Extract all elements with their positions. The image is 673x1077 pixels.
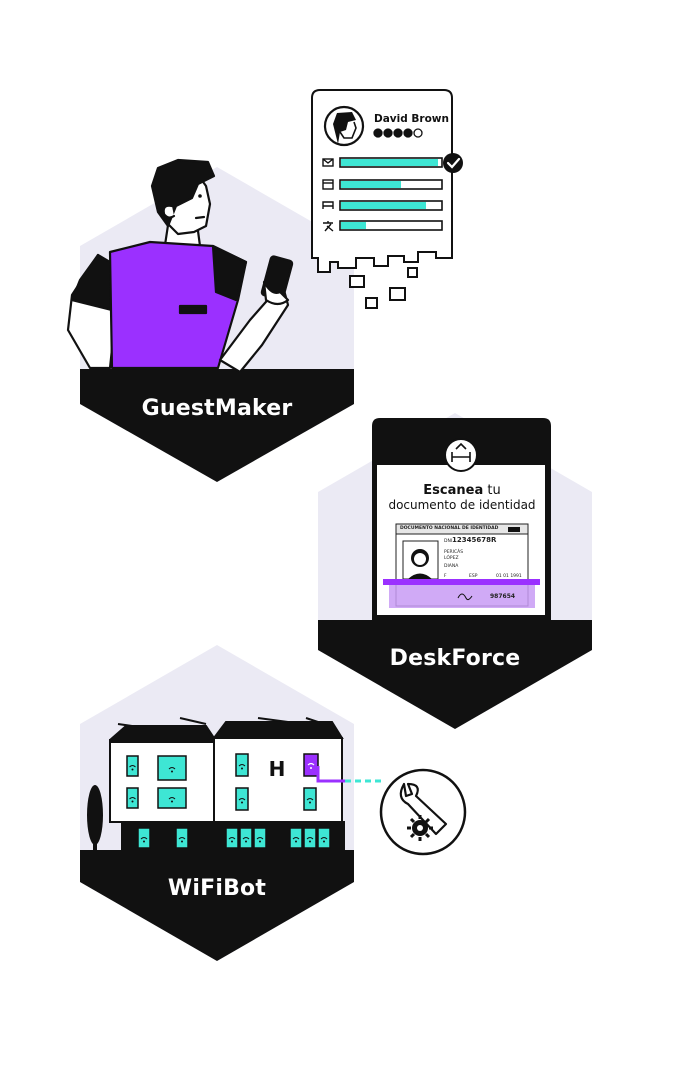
rating-dot [373, 128, 383, 138]
hotel-windows [126, 753, 331, 849]
calendar-icon [322, 179, 334, 190]
guestmaker-label: GuestMaker [141, 396, 293, 421]
wifi-window [137, 827, 151, 849]
wifi-window [157, 755, 187, 781]
guest-name: David Brown [374, 113, 449, 125]
hotel-sign: H [269, 757, 286, 781]
id-number-prefix: DNI [444, 539, 453, 544]
wifi-window [289, 827, 303, 849]
guest-profile-card [311, 89, 463, 309]
id-surname-1: PERICÁS [444, 550, 464, 555]
scan-title-bold: Escanea [423, 483, 484, 498]
progress-bar-fill [341, 202, 426, 209]
translate-icon [323, 221, 334, 232]
rating-dot [413, 128, 423, 138]
wifi-window [175, 827, 189, 849]
rating-dot [383, 128, 393, 138]
id-surname-2: LÓPEZ [444, 556, 459, 561]
id-nationality: ESP [469, 574, 478, 579]
id-number: 12345678R [452, 536, 497, 544]
scan-title-rest: tu [483, 483, 501, 498]
id-given-name: DIANA [444, 564, 459, 569]
rating-dot [393, 128, 403, 138]
wifi-window [225, 827, 239, 849]
rating-dot [403, 128, 413, 138]
wifi-window [235, 753, 249, 777]
hotel-logo-icon [444, 438, 478, 472]
person-illustration [66, 158, 294, 374]
signature [457, 593, 473, 601]
maintenance-tools-icon [379, 768, 467, 856]
scan-title: Escanea tu documento de identidad [376, 483, 548, 513]
wifi-window [317, 827, 331, 849]
id-sex: F [444, 574, 447, 579]
scan-subtitle: documento de identidad [388, 498, 536, 512]
scan-line [383, 579, 540, 585]
scan-area [389, 582, 535, 608]
check-badge-icon [443, 153, 463, 173]
id-card-header: DOCUMENTO NACIONAL DE IDENTIDAD [400, 526, 499, 531]
wifi-window-highlighted [303, 753, 319, 777]
wifi-window [239, 827, 253, 849]
wifi-window [253, 827, 267, 849]
envelope-icon [322, 158, 334, 167]
wifi-window [303, 787, 317, 811]
progress-bar-fill [341, 159, 438, 166]
tree [87, 785, 103, 852]
progress-bar-fill [341, 181, 401, 188]
wifi-window [303, 827, 317, 849]
deskforce-label: DeskForce [389, 646, 521, 671]
wifi-window [126, 787, 139, 809]
connection-line-purple [316, 766, 345, 783]
wifi-window [126, 755, 139, 777]
wifibot-label: WiFiBot [167, 876, 267, 901]
progress-bar-track [339, 220, 443, 231]
bed-icon [322, 201, 334, 209]
wifi-window [157, 787, 187, 809]
id-birth-date: 01 01 1991 [496, 574, 522, 579]
progress-bar-fill [341, 222, 366, 229]
id-doc-code: 987654 [490, 593, 516, 600]
wifi-window [235, 787, 249, 811]
